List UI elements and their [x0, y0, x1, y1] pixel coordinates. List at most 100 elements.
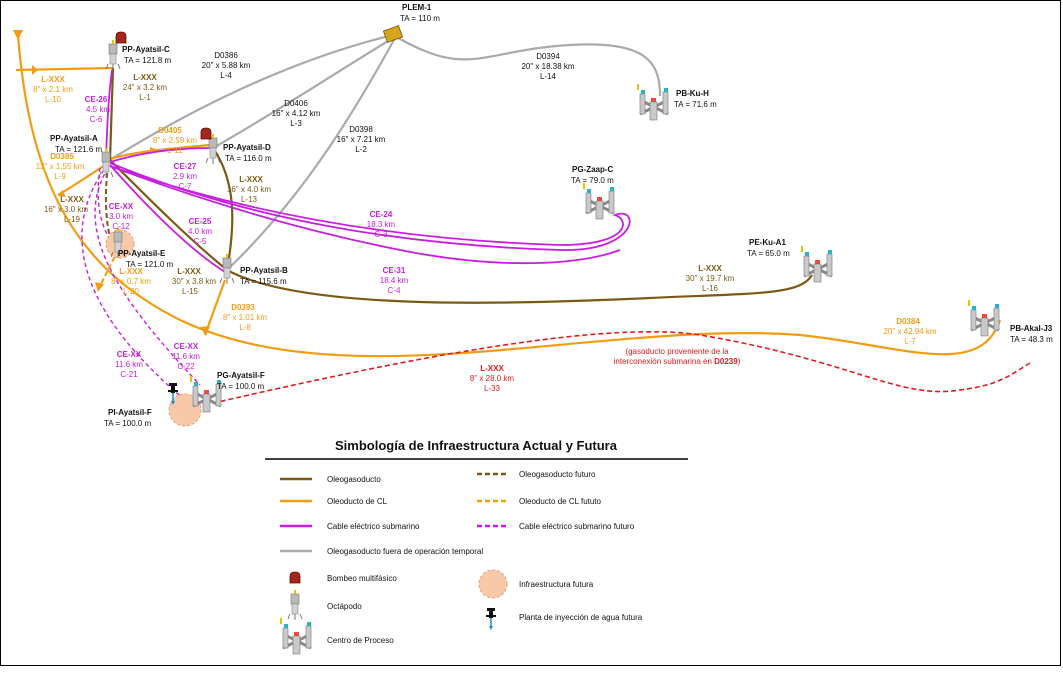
label-pif-name: PI-Ayatsil-F: [108, 408, 152, 417]
label-ppe-ta: TA = 121.0 m: [126, 260, 174, 269]
legend-planta-inyeccion: Planta de inyección de agua futura: [519, 613, 643, 622]
label-ce26-3: C-6: [90, 115, 103, 124]
arrow-d0393: [200, 326, 210, 336]
label-d0394-3: L-14: [540, 72, 557, 81]
label-pekua1-name: PE-Ku-A1: [749, 238, 786, 247]
legend: Simbología de Infraestructura Actual y F…: [265, 438, 688, 656]
label-d0384-2: 20" x 42.94 km: [883, 327, 936, 336]
label-ce27-3: C-7: [179, 182, 192, 191]
label-d0384-1: D0384: [896, 317, 920, 326]
pipeline-d0384: [16, 34, 1002, 358]
label-ppd-ta: TA = 116.0 m: [225, 154, 272, 163]
label-ppb-name: PP-Ayatsil-B: [240, 266, 288, 275]
label-l16-2: 30" x 19.7 km: [686, 274, 735, 283]
cable-ce27: [109, 147, 211, 163]
label-d0394-2: 20" x 18.38 km: [521, 62, 574, 71]
label-d0386-2: 20" x 5.88 km: [202, 61, 251, 70]
label-pgzaap-ta: TA = 79.0 m: [571, 176, 614, 185]
label-ppa-ta: TA = 121.6 m: [55, 145, 103, 154]
label-d0385-3: L-9: [54, 172, 66, 181]
label-ce31-3: C-4: [388, 286, 401, 295]
legend-oleogasoducto-futuro: Oleogasoducto futuro: [519, 470, 596, 479]
label-ce24-3: C-3: [375, 230, 388, 239]
label-plem1-ta: TA = 110 m: [400, 14, 440, 23]
label-l1-2: 24" x 3.2 km: [123, 83, 168, 92]
label-c22-2: 11.6 km: [172, 352, 200, 361]
label-d0386-1: D0386: [214, 51, 238, 60]
label-ce31-1: CE-31: [383, 266, 406, 275]
label-pekua1-ta: TA = 65.0 m: [747, 249, 790, 258]
pipeline-lxxx-l16: [226, 269, 813, 304]
legend-cable-futuro: Cable eléctrico submarino futuro: [519, 522, 635, 531]
label-ce27-2: 2.9 km: [173, 172, 197, 181]
label-l13-3: L-13: [241, 195, 258, 204]
label-d0393-2: 8" x 1.01 km: [223, 313, 268, 322]
pipeline-d0393: [203, 279, 227, 336]
label-c12-2: 3.0 km: [109, 212, 133, 221]
label-l20-2: 8" x 0.7 km: [111, 277, 151, 286]
label-l33-1: L-XXX: [480, 364, 504, 373]
label-ce25-2: 4.0 km: [188, 227, 212, 236]
label-l13-2: 16" x 4.0 km: [227, 185, 272, 194]
legend-oleoducto-cl-futuro: Oleoducto de CL fututo: [519, 497, 602, 506]
label-d0384-3: L-7: [904, 337, 916, 346]
label-l33-2: 8" x 28.0 km: [470, 374, 515, 383]
label-ppe-name: PP-Ayatsil-E: [118, 249, 166, 258]
label-l20-3: L-20: [123, 287, 140, 296]
label-l10-3: L-10: [45, 95, 62, 104]
label-l20-1: L-XXX: [119, 267, 143, 276]
legend-octapodo: Octápodo: [327, 602, 362, 611]
label-pbakal-name: PB-Akal-J3: [1010, 324, 1053, 333]
legend-title: Simbología de Infraestructura Actual y F…: [335, 438, 618, 453]
label-pgf-name: PG-Ayatsil-F: [217, 371, 265, 380]
cable-cexx-c22: [94, 167, 201, 386]
label-d0405-2: 8" x 2.59 km: [153, 136, 198, 145]
pipeline-d0398: [226, 37, 396, 271]
label-l19-2: 16" x 3.0 km: [44, 205, 89, 214]
label-d0398-1: D0398: [349, 125, 373, 134]
label-c12-3: C-12: [112, 222, 130, 231]
arrow-d0384-end: [13, 30, 23, 40]
pipeline-d0405: [104, 143, 211, 162]
legend-infra-futura: Infraestructura futura: [519, 580, 594, 589]
label-ce27-1: CE-27: [174, 162, 197, 171]
pipeline-d0406: [212, 37, 394, 149]
label-pgzaap-name: PG-Zaap-C: [572, 165, 614, 174]
arrow-d0385: [58, 190, 66, 197]
label-ppc-ta: TA = 121.8 m: [124, 56, 172, 65]
pipeline-lxxx-l1: [108, 67, 115, 161]
label-l15-1: L-XXX: [177, 267, 201, 276]
plem-1-icon: [382, 25, 404, 43]
gas-note-line2: interconexión submarina en D0239): [614, 357, 741, 366]
label-d0398-3: L-2: [355, 145, 367, 154]
cable-ce24: [109, 162, 631, 251]
label-d0406-2: 16" x 4.12 km: [272, 109, 321, 118]
label-d0406-3: L-3: [290, 119, 302, 128]
label-d0385-1: D0385: [50, 152, 74, 161]
label-c22-3: C-22: [177, 362, 195, 371]
label-d0393-3: L-8: [239, 323, 251, 332]
pipeline-lxxx-l15: [109, 159, 228, 271]
label-ce24-2: 18.3 km: [367, 220, 396, 229]
label-ppc-name: PP-Ayatsil-C: [122, 45, 170, 54]
label-d0394-1: D0394: [536, 52, 560, 61]
label-l15-2: 30" x 3.8 km: [172, 277, 217, 286]
cable-cexx-c21: [81, 169, 186, 401]
label-l10-2: 8" x 2.1 km: [33, 85, 73, 94]
pipeline-d0386: [109, 33, 394, 161]
label-d0406-1: D0406: [284, 99, 308, 108]
label-ce26-2: 4.5 km: [86, 105, 110, 114]
label-ce25-1: CE-25: [189, 217, 212, 226]
legend-infra-futura-icon: [478, 569, 508, 599]
label-pbakal-ta: TA = 48.3 m: [1010, 335, 1053, 344]
legend-cable: Cable eléctrico submarino: [327, 522, 420, 531]
legend-fuera-operacion: Oleogasoducto fuera de operación tempora…: [327, 547, 483, 556]
label-c22-1: CE-XX: [174, 342, 199, 351]
arrow-l10: [32, 65, 38, 75]
label-d0393-1: D0393: [231, 303, 255, 312]
label-l13-1: L-XXX: [239, 175, 263, 184]
label-l15-3: L-15: [182, 287, 199, 296]
gas-note-line1: (gasoducto proveniente de la: [625, 347, 729, 356]
cable-ce31: [109, 165, 621, 265]
legend-oleoducto-cl: Oleoducto de CL: [327, 497, 388, 506]
